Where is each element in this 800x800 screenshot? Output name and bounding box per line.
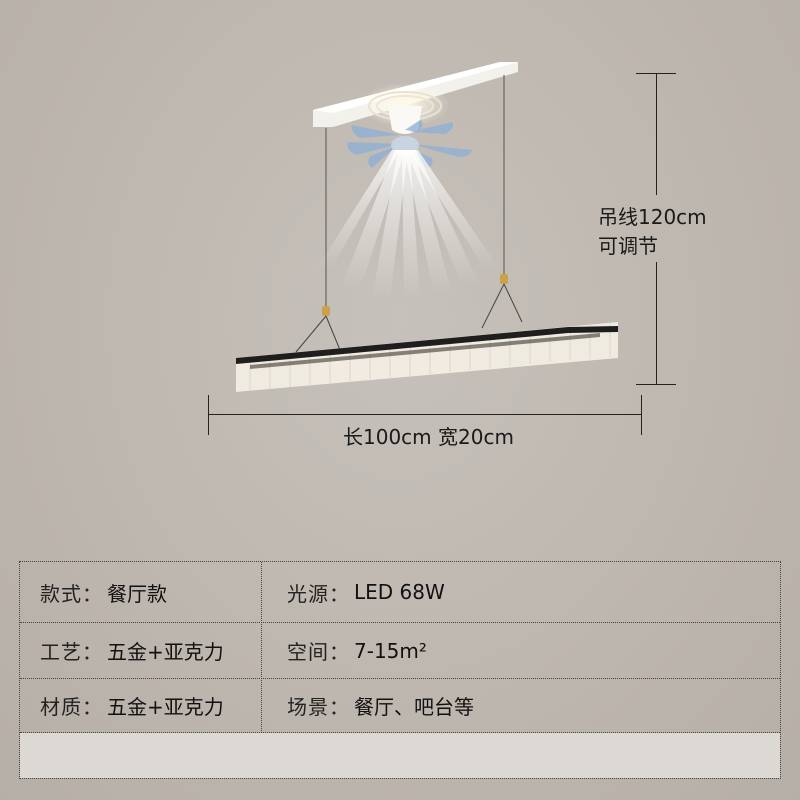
width-line <box>208 414 641 415</box>
spec-cell-style: 款式： 餐厅款 <box>40 562 167 622</box>
spec-cell-scene: 场景： 餐厅、吧台等 <box>287 679 474 732</box>
spec-cell-material: 材质： 五金+亚克力 <box>40 679 224 732</box>
spec-row: 工艺： 五金+亚克力 空间： 7-15m² <box>20 623 780 679</box>
spec-value: 餐厅款 <box>107 581 167 606</box>
spec-key: 光源： <box>287 581 350 606</box>
height-label-line1: 吊线120cm <box>598 205 707 229</box>
width-right-tick <box>641 395 642 435</box>
spec-cell-light-source: 光源： LED 68W <box>287 562 445 622</box>
ceiling-fan-pendant-light-icon <box>236 62 618 392</box>
spec-value: 餐厅、吧台等 <box>354 695 474 719</box>
spec-value: 7-15m² <box>354 638 427 663</box>
width-label: 长100cm 宽20cm <box>343 425 514 449</box>
height-line-upper <box>656 73 657 195</box>
spec-key: 工艺： <box>40 640 103 664</box>
spec-value: 五金+亚克力 <box>107 695 224 719</box>
spec-row: 款式： 餐厅款 光源： LED 68W <box>20 562 780 623</box>
spec-key: 款式： <box>40 581 103 606</box>
spec-value: LED 68W <box>354 580 445 604</box>
spec-value: 五金+亚克力 <box>107 640 224 664</box>
spec-column-divider <box>261 562 262 733</box>
spec-key: 场景： <box>287 695 350 719</box>
height-bottom-tick <box>636 384 676 385</box>
product-illustration <box>236 62 618 392</box>
height-label-line2: 可调节 <box>598 234 658 258</box>
spec-table: 款式： 餐厅款 光源： LED 68W 工艺： 五金+亚克力 空间： 7-15m… <box>19 561 781 779</box>
spec-row: 材质： 五金+亚克力 场景： 餐厅、吧台等 <box>20 679 780 733</box>
width-left-tick <box>208 395 209 435</box>
spec-key: 空间： <box>287 640 350 664</box>
spec-key: 材质： <box>40 695 103 719</box>
spec-blank-row <box>20 733 780 778</box>
spec-cell-space: 空间： 7-15m² <box>287 623 427 678</box>
spec-cell-craft: 工艺： 五金+亚克力 <box>40 623 224 678</box>
height-line-lower <box>656 262 657 384</box>
